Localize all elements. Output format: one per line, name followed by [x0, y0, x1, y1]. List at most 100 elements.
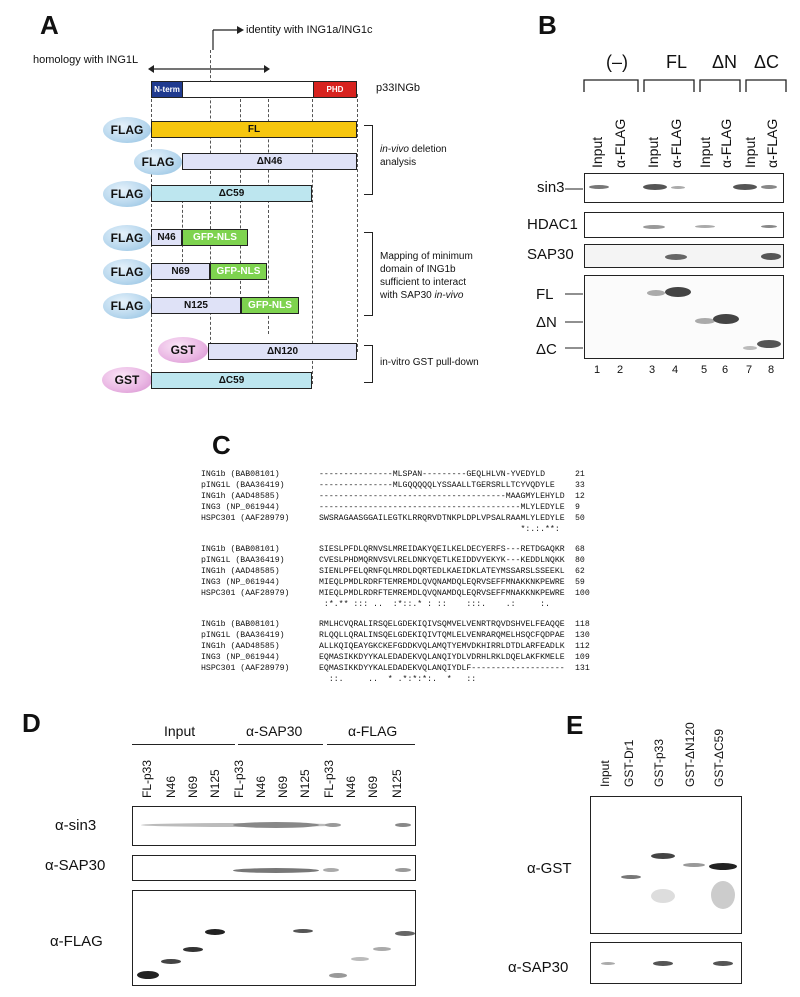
mapping-line-1: Mapping of minimum — [380, 251, 473, 262]
blot-row-esap30: α-SAP30 — [508, 959, 569, 976]
lane-label: α-FLAG — [668, 118, 684, 168]
seq-name: ING1b (BAB08101) — [201, 470, 280, 479]
dn120-construct: ΔN120 — [208, 343, 357, 360]
blot-row-sin3: sin3 — [537, 179, 565, 196]
homology-arrow-icon — [148, 65, 270, 73]
seq-position: 100 — [575, 589, 590, 598]
blot-row-dc: ΔC — [536, 341, 557, 358]
blot-dflag — [132, 890, 416, 986]
seq-name: pING1L (BAA36419) — [201, 631, 285, 640]
lane-label: α-FLAG — [764, 118, 780, 168]
d-lane-label: N125 — [298, 769, 312, 798]
seq-position: 80 — [575, 556, 585, 565]
lane-number: 2 — [616, 364, 624, 376]
seq-name: HSPC301 (AAF28979) — [201, 664, 290, 673]
seq-position: 130 — [575, 631, 590, 640]
gfp-nls: GFP-NLS — [182, 229, 248, 246]
blot-flag — [584, 275, 784, 359]
seq-residues: MIEQLPMDLRDRFTEMREMDLQVQNAMDQLEQRVSEFFMN… — [319, 578, 565, 587]
flag-tag: FLAG — [103, 225, 151, 251]
seq-residues: --------------------------------------MA… — [319, 492, 565, 501]
flag-tag: FLAG — [103, 293, 151, 319]
blot-dsin3 — [132, 806, 416, 846]
identity-label: identity with ING1a/ING1c — [246, 24, 373, 36]
group-fl: FL — [666, 52, 688, 72]
seq-name: ING1h (AAD48585) — [201, 492, 280, 501]
d-lane-label: N125 — [390, 769, 404, 798]
seq-position: 12 — [575, 492, 585, 501]
flag-tag: FLAG — [103, 117, 151, 143]
panel-c-letter: C — [212, 430, 231, 460]
gst-tag: GST — [158, 337, 208, 363]
d-lane-label: N125 — [208, 769, 222, 798]
seq-position: 9 — [575, 503, 580, 512]
e-lane-label: GST-Dr1 — [622, 739, 636, 787]
seq-consensus: :*.** ::: .. :*::.* : :: :::. .: :. — [319, 600, 550, 609]
group-sap30: α-SAP30 — [246, 723, 303, 739]
gst-tag: GST — [102, 367, 152, 393]
row-ticks — [565, 188, 583, 349]
lane-label: Input — [645, 136, 661, 168]
blot-row-hdac1: HDAC1 — [527, 216, 578, 233]
dash-line — [268, 94, 269, 334]
seq-name: ING3 (NP_061944) — [201, 503, 280, 512]
seq-name: ING1h (AAD48585) — [201, 567, 280, 576]
dash-line — [312, 94, 313, 384]
group-line — [238, 744, 323, 745]
blot-hdac1 — [584, 212, 784, 238]
lane-number: 8 — [767, 364, 775, 376]
mapping-text: Mapping of minimum domain of ING1b suffi… — [380, 250, 473, 302]
d-lane-label: N69 — [276, 775, 290, 798]
d-lane-label: N46 — [164, 775, 178, 798]
nterm-domain: N-term — [151, 81, 183, 98]
lane-label: Input — [589, 136, 605, 168]
dn46-construct: ΔN46 — [182, 153, 357, 170]
dc59-gst-construct: ΔC59 — [151, 372, 312, 389]
mapping-line-4: with SAP30 — [380, 290, 435, 301]
seq-residues: EQMASIKKDYYKALEDADEKVQLANQIYDLVDRHLRKLDQ… — [319, 653, 565, 662]
panel-d-letter: D — [22, 708, 41, 738]
seq-name: ING3 (NP_061944) — [201, 653, 280, 662]
blot-sin3 — [584, 173, 784, 203]
seq-name: HSPC301 (AAF28979) — [201, 589, 290, 598]
panel-e-letter: E — [566, 710, 584, 740]
group-dc: ΔC — [754, 52, 780, 72]
lane-number: 3 — [648, 364, 656, 376]
mapping-line-3: sufficient to interact — [380, 277, 466, 288]
group-minus: (–) — [606, 52, 628, 72]
seq-residues: SIESLPFDLQRNVSLMREIDAKYQEILKELDECYERFS--… — [319, 545, 565, 554]
seq-position: 59 — [575, 578, 585, 587]
lane-number: 6 — [721, 364, 729, 376]
seq-position: 62 — [575, 567, 585, 576]
bracket — [364, 125, 373, 195]
seq-position: 112 — [575, 642, 590, 651]
e-lane-label: GST-ΔC59 — [712, 728, 726, 787]
d-lane-label: N46 — [254, 775, 268, 798]
group-dn: ΔN — [712, 52, 738, 72]
seq-residues: ---------------MLSPAN---------GEQLHLVN-Y… — [319, 470, 546, 479]
seq-name: pING1L (BAA36419) — [201, 556, 285, 565]
seq-residues: RMLHCVQRALIRSQELGDEKIQIVSQMVELVENRTRQVDS… — [319, 620, 565, 629]
seq-residues: SIENLPFELQRNFQLMRDLDQRTEDLKAEIDKLATEYMSS… — [319, 567, 565, 576]
seq-residues: SWSRAGAASGGAILEGTKLRRQRVDTNKPLDPLVPSALRA… — [319, 514, 565, 523]
seq-position: 131 — [575, 664, 590, 673]
d-lane-label: FL-p33 — [322, 759, 336, 798]
lane-label: Input — [697, 136, 713, 168]
pulldown-text: in-vitro GST pull-down — [380, 357, 479, 368]
panel-a-letter: A — [40, 10, 59, 40]
group-flag: α-FLAG — [348, 723, 398, 739]
e-lane-label: GST-p33 — [652, 738, 666, 787]
bracket — [364, 232, 373, 316]
group-brackets — [583, 79, 787, 92]
n125-construct: N125 — [151, 297, 241, 314]
seq-consensus: ::. .. * .*:*:*:. * :: — [319, 675, 477, 684]
d-lane-label: N69 — [366, 775, 380, 798]
seq-residues: MIEQLPMDLRDRFTEMREMDLQVQNAMDQLEQRVSEFFMN… — [319, 589, 565, 598]
lane-number: 4 — [671, 364, 679, 376]
d-lane-label: N46 — [344, 775, 358, 798]
seq-residues: CVESLPHDMQRNVSVLRELDNKYQETLKEIDDVYEKYK--… — [319, 556, 565, 565]
seq-position: 68 — [575, 545, 585, 554]
blot-row-dn: ΔN — [536, 314, 557, 331]
seq-name: ING3 (NP_061944) — [201, 578, 280, 587]
group-line — [327, 744, 415, 745]
